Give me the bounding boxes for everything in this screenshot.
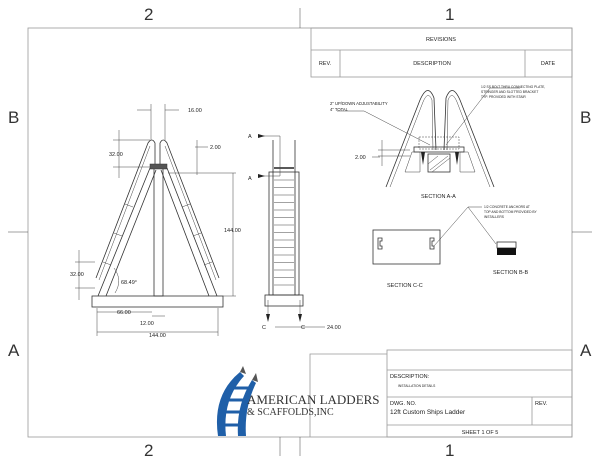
section-aa-dim: 2.00 — [355, 155, 366, 161]
zone-ticks — [8, 8, 592, 456]
revisions-title: REVISIONS — [426, 37, 456, 43]
description-label: DESCRIPTION: — [390, 374, 430, 380]
title-block: DESCRIPTION: INSTALLATION DETAILS DWG. N… — [279, 349, 573, 456]
section-a-marker: A — [248, 134, 252, 140]
note-bolt: TYP. PROVIDED WITH STAIR — [481, 95, 526, 99]
rev-label: REV. — [535, 401, 548, 407]
section-bb: 1/2 CONCRETE ANCHORS AT TOP AND BOTTOM P… — [433, 205, 538, 276]
zone-label: A — [580, 341, 592, 360]
zone-label: 2 — [144, 5, 153, 24]
dim-half-base: 66.00 — [117, 310, 131, 316]
note-adjust: 2" UP/DOWN ADJUSTABILITY — [330, 101, 388, 106]
dim-top-width: 16.00 — [188, 108, 202, 114]
dwg-label: DWG. NO. — [390, 401, 417, 407]
logo-line1: AMERICAN LADDERS — [247, 392, 380, 407]
note-anchors: 1/2 CONCRETE ANCHORS AT — [484, 205, 530, 209]
zone-label: 1 — [445, 441, 454, 460]
dwg-value: 12ft Custom Ships Ladder — [390, 409, 466, 416]
dim-width: 24.00 — [327, 325, 341, 331]
side-view: A A C C 24.00 — [248, 134, 341, 331]
section-a-marker: A — [248, 176, 252, 182]
sheet-number: SHEET 1 OF 5 — [462, 430, 499, 436]
zone-label: B — [8, 108, 19, 127]
logo-line2: & SCAFFOLDS,INC — [247, 407, 334, 418]
section-c-marker: C — [301, 325, 305, 331]
zone-label: B — [580, 108, 591, 127]
section-aa-label: SECTION A-A — [421, 194, 456, 200]
zone-label: A — [8, 341, 20, 360]
note-bolt: STRINGER AND SLOTTED BRACKET — [481, 90, 538, 94]
dim-height: 144.00 — [224, 228, 241, 234]
dim-rail-top: 32.00 — [109, 152, 123, 158]
section-cc-label: SECTION C-C — [387, 283, 423, 289]
revisions-col-description: DESCRIPTION — [413, 61, 451, 67]
dim-post: 12.00 — [140, 321, 154, 327]
section-cc: SECTION C-C — [372, 229, 441, 289]
revisions-table: REVISIONS REV. DESCRIPTION DATE — [310, 27, 573, 78]
note-bolt: 1/2 SS BOLT THRU CONNECTING PLATE, — [481, 85, 545, 89]
dim-platform: 2.00 — [210, 145, 221, 151]
company-logo: AMERICAN LADDERS & SCAFFOLDS,INC — [216, 366, 380, 436]
zone-label: 2 — [144, 441, 153, 460]
zone-label: 1 — [445, 5, 454, 24]
dim-rail-bottom: 32.00 — [70, 272, 84, 278]
note-adjust: 4" TOTAL — [330, 107, 349, 112]
description-value: INSTALLATION DETAILS — [398, 384, 436, 388]
revisions-col-date: DATE — [541, 61, 556, 67]
front-view: 16.00 32.00 2.00 144.00 32.00 68.49° 66.… — [70, 104, 241, 339]
note-anchors: INSTALLERS — [484, 215, 505, 219]
section-aa: 2" UP/DOWN ADJUSTABILITY 4" TOTAL 1/2 SS… — [330, 85, 545, 200]
section-bb-label: SECTION B-B — [493, 270, 528, 276]
dim-base: 144.00 — [149, 333, 166, 339]
revisions-col-rev: REV. — [319, 61, 332, 67]
note-anchors: TOP AND BOTTOM PROVIDED BY — [484, 210, 538, 214]
section-c-marker: C — [262, 325, 266, 331]
angle-label: 68.49° — [121, 280, 137, 286]
